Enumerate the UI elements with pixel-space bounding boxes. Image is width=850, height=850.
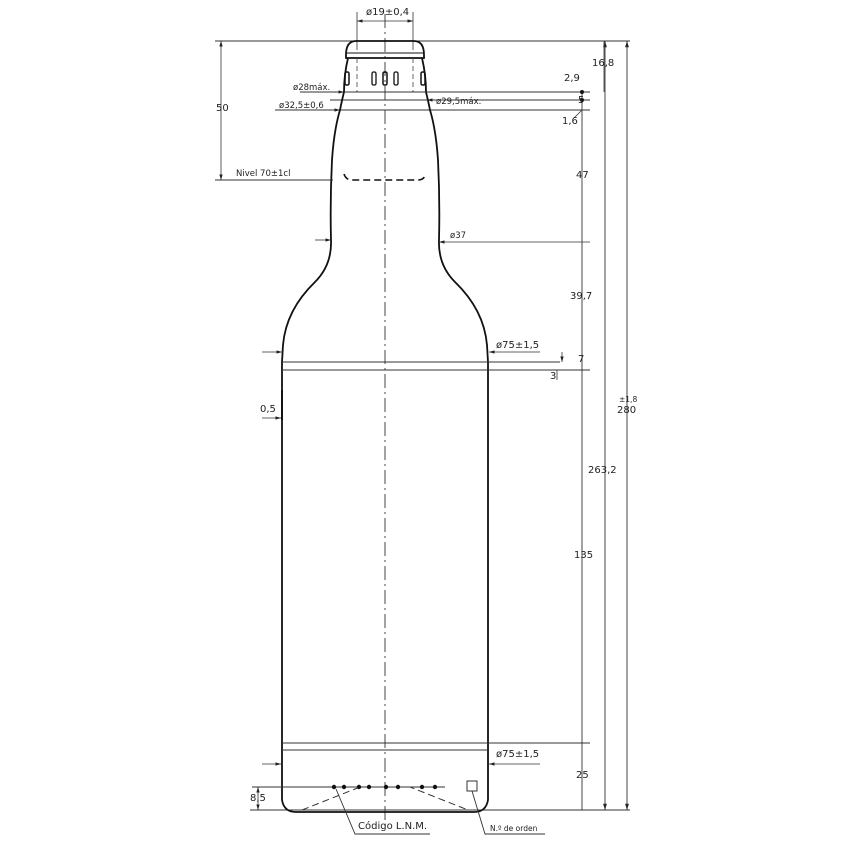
dim-39-7: 39,7 bbox=[570, 291, 593, 302]
base-diameter-label: ø75±1,5 bbox=[496, 749, 540, 760]
neck-diameter-label: ø37 bbox=[450, 231, 467, 241]
finish-diameter-label: ø19±0,4 bbox=[366, 7, 410, 18]
dim-8-5: 8,5 bbox=[250, 793, 266, 804]
dim-263-2: 263,2 bbox=[588, 465, 617, 476]
bottle-outline-right bbox=[425, 91, 489, 813]
order-number-box bbox=[466, 780, 478, 792]
fill-height-label: 50 bbox=[216, 103, 229, 114]
dim-3: 3 bbox=[550, 371, 557, 382]
code-dots bbox=[331, 784, 438, 790]
total-height-tolerance: ±1,8 bbox=[619, 395, 638, 404]
dim-135: 135 bbox=[574, 550, 594, 561]
bottle-outline-left bbox=[281, 91, 345, 813]
dim-5: 5 bbox=[578, 95, 585, 106]
fill-level-label: Nivel 70±1cl bbox=[236, 169, 291, 179]
crown-finish bbox=[345, 40, 425, 59]
shoulder-diameter-label: ø75±1,5 bbox=[496, 340, 540, 351]
dim-47: 47 bbox=[576, 170, 589, 181]
max-neck-diameter-left-label: ø28máx. bbox=[293, 83, 331, 93]
code-label: Código L.N.M. bbox=[358, 821, 428, 832]
max-neck-diameter-right-label: ø29,5máx. bbox=[436, 97, 482, 107]
dim-25: 25 bbox=[576, 770, 589, 781]
dim-16-8: 16,8 bbox=[592, 58, 615, 69]
total-height-label: 280 bbox=[617, 405, 637, 416]
dim-1-6: 1,6 bbox=[562, 116, 578, 127]
dim-0-5: 0,5 bbox=[260, 404, 276, 415]
fill-level-line bbox=[343, 173, 427, 181]
order-number-label: N.º de orden bbox=[490, 824, 538, 833]
dim-2-9: 2,9 bbox=[564, 73, 580, 84]
dim-7: 7 bbox=[578, 354, 585, 365]
neck-ring-diameter-label: ø32,5±0,6 bbox=[279, 101, 324, 111]
